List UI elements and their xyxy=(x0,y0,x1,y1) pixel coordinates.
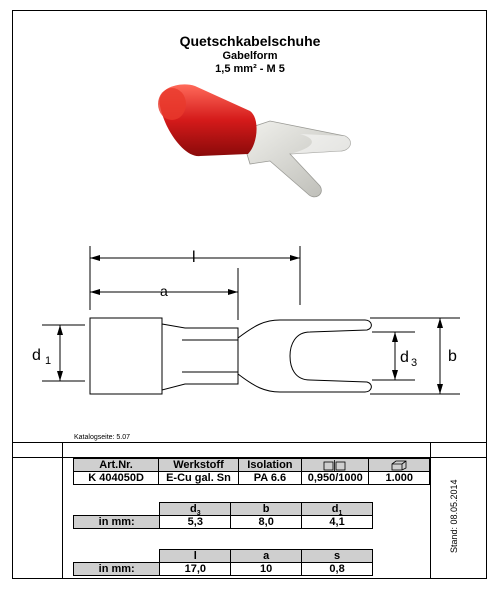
table-header-row: Art.Nr. Werkstoff Isolation xyxy=(72,458,430,472)
table-row: K 404050D E-Cu gal. Sn PA 6.6 0,950/1000… xyxy=(72,471,430,485)
cell-isolation: PA 6.6 xyxy=(237,471,303,485)
dim-label-l: l xyxy=(192,249,196,266)
header-pack xyxy=(301,458,370,472)
dim-label-d1-sub: 1 xyxy=(45,355,51,367)
header-art-nr: Art.Nr. xyxy=(72,458,160,472)
technical-drawing: l a d 1 d 3 b xyxy=(32,246,460,395)
header-s: s xyxy=(301,549,373,563)
divider-top xyxy=(12,442,487,443)
header-d1: d1 xyxy=(301,502,373,517)
header-isolation: Isolation xyxy=(237,458,303,472)
cell-b: 8,0 xyxy=(230,515,303,529)
cell-d1: 4,1 xyxy=(301,515,373,529)
dim-label-b: b xyxy=(448,348,457,365)
product-photo xyxy=(158,84,351,198)
table-header-row: d3 b d1 xyxy=(74,502,373,517)
header-a: a xyxy=(230,549,303,563)
article-table: Art.Nr. Werkstoff Isolation K 404050D E-… xyxy=(72,458,430,485)
row-label: in mm: xyxy=(72,515,161,529)
dim-label-a: a xyxy=(160,283,168,299)
cell-box: 1.000 xyxy=(368,471,430,485)
cell-art-nr: K 404050D xyxy=(72,471,160,485)
cell-pack: 0,950/1000 xyxy=(301,471,370,485)
stand-date: Stand: 08.05.2014 xyxy=(449,479,459,553)
document-frame xyxy=(12,10,487,579)
catalog-page: Katalogseite: 5.07 xyxy=(74,434,131,441)
table-header-row: l a s xyxy=(74,549,373,563)
header-b: b xyxy=(230,502,303,516)
header-box xyxy=(368,458,430,472)
box-icon xyxy=(391,460,407,470)
cell-l: 17,0 xyxy=(159,562,232,576)
dim-label-d3: d xyxy=(400,349,409,366)
pack-icon xyxy=(323,459,346,471)
header-werkstoff: Werkstoff xyxy=(158,458,239,472)
size-spec: 1,5 mm² - M 5 xyxy=(215,63,285,75)
cell-werkstoff: E-Cu gal. Sn xyxy=(158,471,239,485)
dimensions-table-2: l a s in mm: 17,0 10 0,8 xyxy=(72,549,373,576)
page-subtitle: Gabelform xyxy=(222,50,278,62)
dim-label-d3-sub: 3 xyxy=(411,357,417,369)
header-d3: d3 xyxy=(159,502,232,517)
divider-left xyxy=(62,442,63,579)
dimension-arrows xyxy=(57,255,443,394)
divider-right xyxy=(430,442,431,579)
table-row: in mm: 5,3 8,0 4,1 xyxy=(72,515,373,529)
dimensions-table-1: d3 b d1 in mm: 5,3 8,0 4,1 xyxy=(72,502,373,529)
cell-s: 0,8 xyxy=(301,562,373,576)
cell-a: 10 xyxy=(230,562,303,576)
dim-label-d1: d xyxy=(32,347,41,364)
divider-header-band xyxy=(12,457,487,458)
header-l: l xyxy=(159,549,232,563)
page-title: Quetschkabelschuhe xyxy=(179,33,321,49)
cell-d3: 5,3 xyxy=(159,515,232,529)
row-label: in mm: xyxy=(72,562,161,576)
table-row: in mm: 17,0 10 0,8 xyxy=(72,562,373,576)
